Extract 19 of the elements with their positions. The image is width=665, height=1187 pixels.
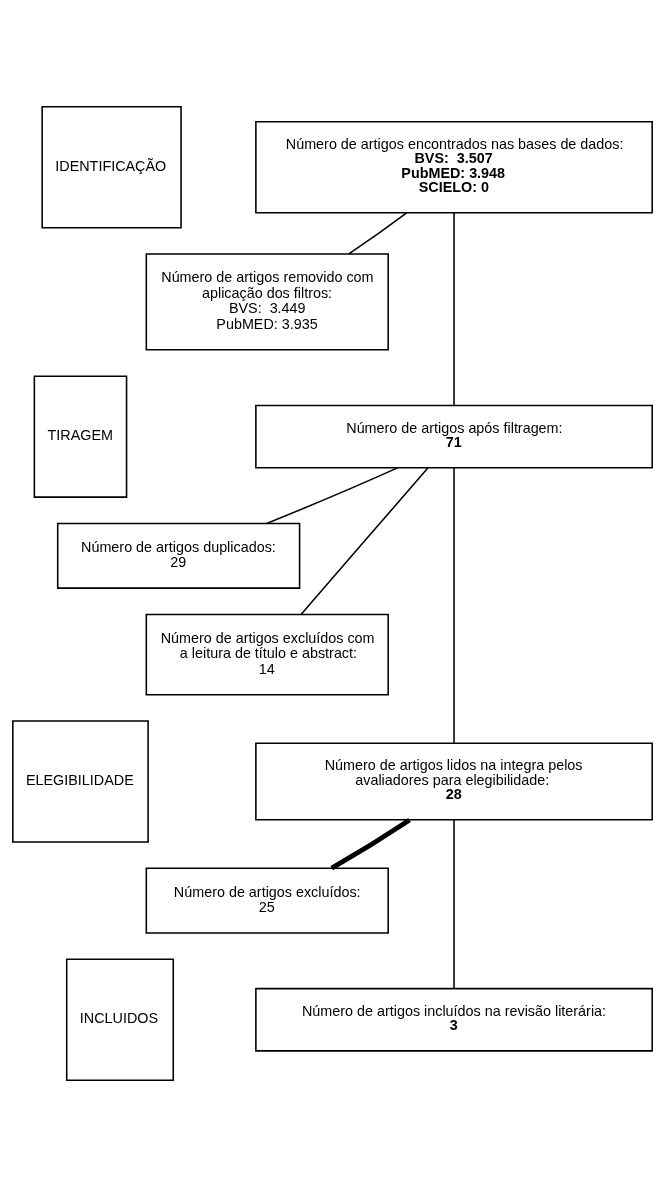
connector <box>265 467 399 525</box>
node-box: Número de artigos após filtragem: 71 <box>255 404 653 469</box>
node-box: Número de artigos lidos na integra pelos avaliadores para elegibilidade: 28 <box>255 742 653 821</box>
node-box: Número de artigos duplicados: 29 <box>56 522 301 589</box>
node-box: INCLUIDOS <box>65 958 175 1081</box>
node-box: Número de artigos excluídos: 25 <box>145 867 389 934</box>
connector <box>453 212 455 407</box>
node-box: Número de artigos excluídos com a leitura de título e abstract: 14 <box>145 613 389 696</box>
node-box: Número de artigos incluídos na revisão literária: 3 <box>255 987 653 1052</box>
connector <box>300 467 429 615</box>
connector <box>348 212 408 255</box>
connector <box>453 467 455 744</box>
node-box: Número de artigos removido com aplicação dos filtros: BVS: 3.449 PubMED: 3.935 <box>145 253 389 351</box>
node-box: Número de artigos encontrados nas bases de dados: BVS: 3.507 PubMED: 3.948 SCIELO: 0 <box>255 121 653 214</box>
connector <box>330 817 411 871</box>
node-box: TIRAGEM <box>33 375 128 498</box>
node-box: IDENTIFICAÇÃO <box>41 106 182 229</box>
node-box: ELEGIBILIDADE <box>12 720 149 843</box>
connector <box>453 819 455 990</box>
